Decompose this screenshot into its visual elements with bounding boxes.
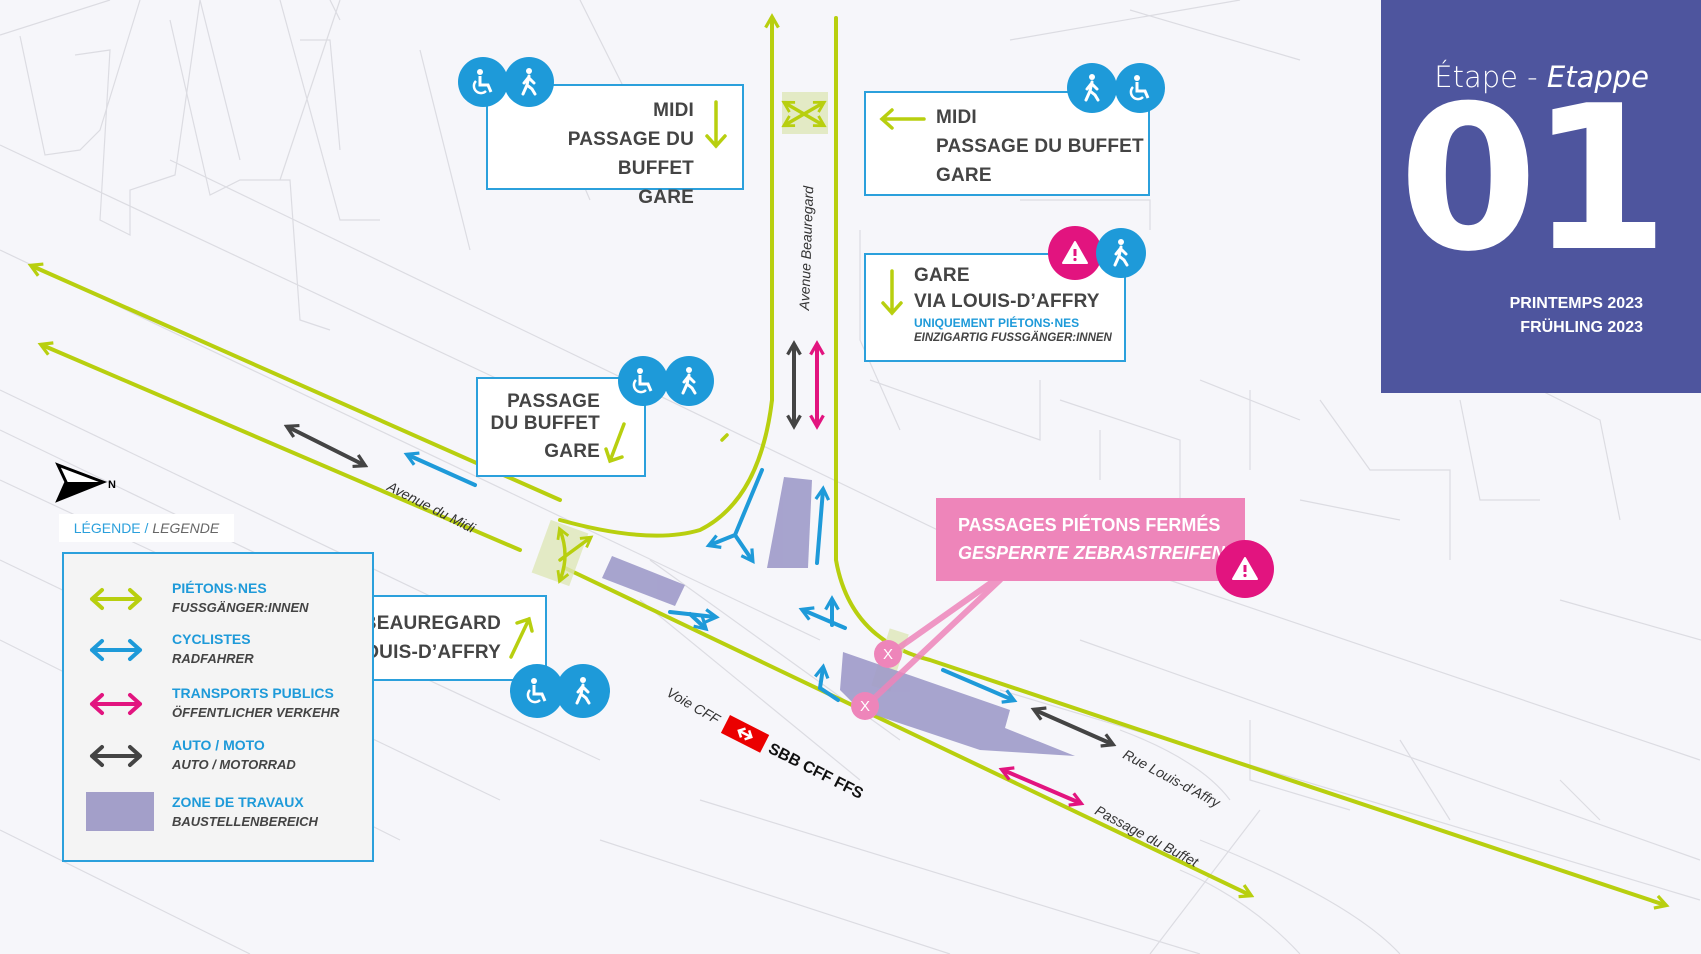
sign-passage-buffet: PASSAGE DU BUFFET GARE: [476, 377, 646, 477]
sign-note-fr: UNIQUEMENT PIÉTONS·NES: [914, 316, 1080, 330]
car-arrows: [283, 340, 1117, 748]
legend-item-car: AUTO / MOTO AUTO / MOTORRAD: [64, 737, 372, 783]
route-beauregard-left: [558, 398, 774, 538]
sign-line: DU BUFFET: [490, 413, 600, 434]
sign-line: PASSAGE DU BUFFET: [936, 136, 1144, 157]
legend-title: LÉGENDE / LEGENDE: [59, 514, 234, 542]
legend-label-de: BAUSTELLENBEREICH: [172, 814, 318, 829]
legend-title-fr: LÉGENDE /: [73, 520, 153, 536]
double-arrow-icon: [90, 693, 142, 715]
works-zone-beauregard: [767, 477, 812, 568]
pedestrian-icon: [664, 356, 714, 406]
sbb-logo: SBB CFF FFS: [720, 715, 866, 803]
arrow-down-icon: [705, 100, 727, 149]
stage-label-fr: Étape -: [1434, 60, 1547, 94]
legend-title-de: LEGENDE: [152, 520, 220, 536]
legend-label-de: FUSSGÄNGER:INNEN: [172, 600, 309, 615]
closed-crossings-de: GESPERRTE ZEBRASTREIFEN: [958, 543, 1225, 563]
route-midi-lower: [563, 566, 1255, 899]
stage-panel: Étape - Etappe 01 PRINTEMPS 2023 FRÜHLIN…: [1381, 0, 1701, 393]
route-midi-lower-b: [37, 341, 522, 552]
legend-item-cyclists: CYCLISTES RADFAHRER: [64, 631, 372, 677]
closed-crossing-marker-1: X: [874, 640, 902, 668]
pedestrian-icon: [1096, 228, 1146, 278]
closed-crossings-callout: PASSAGES PIÉTONS FERMÉS GESPERRTE ZEBRAS…: [936, 498, 1245, 581]
sign-line: VIA LOUIS-D’AFFRY: [914, 291, 1100, 312]
closed-crossing-marker-2: X: [851, 692, 879, 720]
stage-number: 01: [1398, 63, 1669, 296]
wheelchair-icon: [458, 57, 508, 107]
legend-label-fr: CYCLISTES: [172, 631, 251, 647]
sign-line: GARE: [936, 165, 992, 186]
sign-line: PASSAGE DU BUFFET: [567, 129, 694, 179]
double-arrow-icon: [90, 745, 142, 767]
stage-label: Étape - Etappe: [1434, 60, 1649, 94]
sign-note-de: EINZIGARTIG FUSSGÄNGER:INNEN: [914, 332, 1112, 344]
transit-arrows: [809, 340, 1085, 807]
svg-text:X: X: [860, 698, 870, 715]
works-zone-swatch: [86, 792, 154, 831]
legend-label-de: RADFAHRER: [172, 651, 254, 666]
sign-line: GARE: [544, 441, 600, 462]
season-de: FRÜHLING 2023: [1520, 319, 1643, 336]
route-midi-upper: [27, 262, 562, 502]
closed-crossing-pointers: [863, 577, 1003, 709]
legend: PIÉTONS·NES FUSSGÄNGER:INNEN CYCLISTES R…: [62, 552, 374, 862]
legend-label-de: ÖFFENTLICHER VERKEHR: [172, 705, 340, 720]
double-arrow-icon: [90, 588, 142, 610]
pedestrian-icon: [504, 57, 554, 107]
arrow-down-left-icon: [604, 422, 626, 464]
legend-label-de: AUTO / MOTORRAD: [172, 757, 296, 772]
arrow-left-icon: [879, 108, 926, 130]
legend-label-fr: TRANSPORTS PUBLICS: [172, 685, 334, 701]
sign-line: GARE: [914, 265, 970, 286]
warning-icon: [1048, 226, 1102, 280]
north-arrow-icon: N: [55, 462, 116, 503]
sign-line: GARE: [638, 187, 694, 208]
stage-label-de: Etappe: [1546, 60, 1649, 94]
sign-line: LOUIS-D’AFFRY: [352, 642, 501, 663]
season-fr: PRINTEMPS 2023: [1509, 295, 1643, 312]
closed-crossings-fr: PASSAGES PIÉTONS FERMÉS: [958, 515, 1221, 535]
legend-item-works-zone: ZONE DE TRAVAUX BAUSTELLENBEREICH: [64, 792, 372, 840]
sign-line: MIDI: [653, 100, 694, 121]
legend-item-public-transport: TRANSPORTS PUBLICS ÖFFENTLICHER VERKEHR: [64, 685, 372, 731]
stage-season: PRINTEMPS 2023 FRÜHLING 2023: [1510, 292, 1643, 340]
wheelchair-icon: [510, 664, 564, 718]
sign-line: PASSAGE: [507, 391, 600, 412]
pedestrian-icon: [1067, 63, 1117, 113]
legend-label-fr: AUTO / MOTO: [172, 737, 265, 753]
svg-text:SBB CFF FFS: SBB CFF FFS: [765, 740, 866, 803]
pedestrian-icon: [556, 664, 610, 718]
arrow-up-right-icon: [509, 616, 534, 659]
svg-text:X: X: [883, 646, 893, 663]
cyclist-arrows: [403, 451, 1018, 704]
works-zone-midi: [602, 556, 685, 606]
wheelchair-icon: [618, 356, 668, 406]
wheelchair-icon: [1115, 63, 1165, 113]
double-arrow-icon: [90, 639, 142, 661]
svg-text:N: N: [108, 479, 116, 491]
arrow-down-icon: [881, 269, 903, 316]
legend-label-fr: PIÉTONS·NES: [172, 580, 267, 596]
legend-item-pedestrians: PIÉTONS·NES FUSSGÄNGER:INNEN: [64, 580, 372, 626]
sign-top-left: MIDI PASSAGE DU BUFFET GARE: [486, 84, 744, 208]
sign-line: MIDI: [936, 107, 977, 128]
sign-line: BEAUREGARD: [362, 613, 501, 634]
warning-icon: [1216, 540, 1274, 598]
legend-label-fr: ZONE DE TRAVAUX: [172, 794, 304, 810]
